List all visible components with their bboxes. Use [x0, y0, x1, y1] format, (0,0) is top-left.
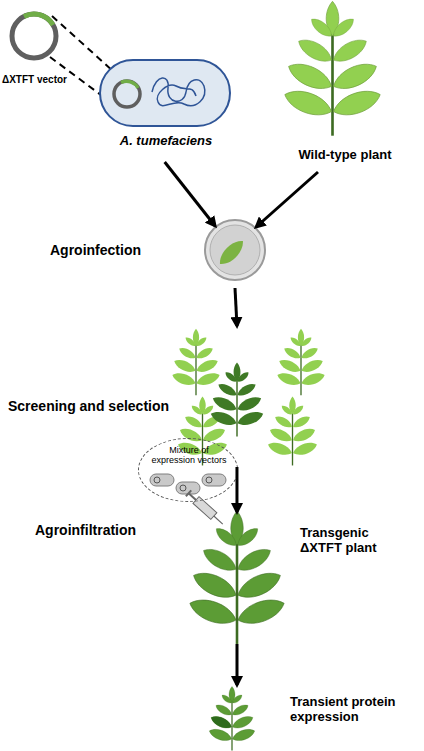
flow-arrow: [235, 467, 238, 512]
node-caption: Screening and selection: [8, 398, 183, 414]
node-caption: Mixture of expression vectors: [149, 445, 229, 466]
plasmid-insert: [121, 81, 138, 88]
cell-wall: [100, 60, 230, 126]
node-caption: Transgenic ΔXTFT plant: [300, 526, 405, 556]
seedling: [276, 329, 327, 396]
flow-arrow: [235, 288, 237, 326]
seedling: [266, 397, 318, 466]
dish-medium: [210, 225, 260, 275]
bacterium-node: A. tumefaciens: [100, 58, 232, 158]
node-caption: Wild-type plant: [278, 148, 412, 163]
node-caption: Transient protein expression: [290, 695, 415, 725]
syringe: [186, 490, 226, 527]
vector-label: ΔXTFT vector: [2, 74, 67, 86]
bacterium: [150, 474, 174, 486]
petri-dish: [205, 220, 265, 280]
bacterium-cell: [100, 60, 230, 126]
transgenic-plant: [186, 511, 287, 644]
infiltrated-leaf: [209, 713, 233, 731]
step-label: Agroinfiltration: [35, 522, 136, 538]
petri-dish-node: Agroinfection: [203, 218, 267, 282]
syringe-barrel: [193, 497, 217, 520]
vector-mixture-ellipse: Mixture of expression vectors: [138, 438, 238, 502]
plant-node: Transient protein expression: [188, 685, 288, 751]
chromosome: [152, 78, 205, 106]
leaf-disc: [215, 237, 247, 269]
dish-rim: [205, 220, 265, 280]
plasmid: [154, 477, 160, 483]
syringe-needle: [214, 516, 223, 524]
flow-arrow: [235, 644, 238, 685]
expressing-plant: [208, 687, 257, 751]
node-caption: Agroinfection: [50, 242, 165, 258]
wild-type-plant: [281, 1, 383, 135]
seedling: [171, 329, 222, 396]
syringe-plunger: [186, 490, 191, 496]
plant-group-node: Screening and selection: [168, 328, 333, 463]
plant-node: Transgenic ΔXTFT plant: [185, 512, 290, 642]
plasmid-insert: [24, 14, 53, 25]
syringe-plunger: [189, 493, 196, 500]
plasmid: [180, 485, 186, 491]
flow-arrow: [165, 162, 215, 226]
plasmid: [206, 477, 212, 483]
plasmid-vector: [12, 14, 56, 58]
plasmid-ring: [114, 81, 140, 107]
flow-arrow: [256, 172, 318, 227]
plant-node: Wild-type plant: [268, 0, 408, 168]
bacterium: [202, 474, 226, 486]
selected-seedling: [209, 363, 265, 437]
node-caption: A. tumefaciens: [100, 134, 232, 149]
bacterium: [176, 482, 200, 494]
agrobacteria-mixture: [150, 474, 226, 494]
plasmid-ring: [12, 14, 56, 58]
